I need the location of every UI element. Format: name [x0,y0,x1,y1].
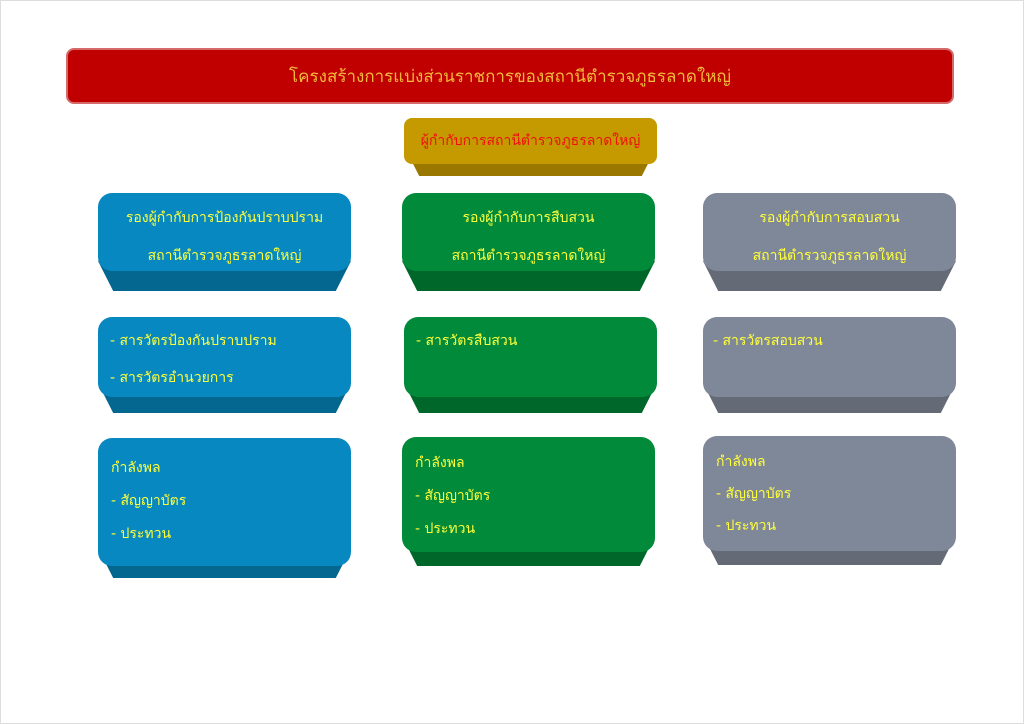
deputy-investigation-box: รองผู้กำกับการสืบสวนสถานีตำรวจภูธรลาดใหญ… [402,193,655,291]
title-text: โครงสร้างการแบ่งส่วนราชการของสถานีตำรวจภ… [289,66,731,87]
deputy-inquiry-box: รองผู้กำกับการสอบสวนสถานีตำรวจภูธรลาดใหญ… [703,193,956,291]
unit-item: - สารวัตรอำนวยการ [110,370,234,386]
suppression-force-box: กำลังพล - สัญญาบัตร - ประทวน [98,438,351,578]
unit-item: - สารวัตรป้องกันปราบปราม [110,333,277,349]
unit-item: - สารวัตรสืบสวน [416,333,518,349]
force-heading: กำลังพล [415,455,465,471]
deputy-title: รองผู้กำกับการป้องกันปราบปราม [125,210,324,226]
chief-box: ผู้กำกับการสถานีตำรวจภูธรลาดใหญ่ [404,118,657,176]
deputy-title: รองผู้กำกับการสืบสวน [462,210,595,226]
chief-label: ผู้กำกับการสถานีตำรวจภูธรลาดใหญ่ [420,133,641,149]
suppression-units-box: - สารวัตรป้องกันปราบปราม - สารวัตรอำนวยกา… [98,317,351,413]
force-item: - ประทวน [415,521,476,537]
force-heading: กำลังพล [111,460,161,476]
deputy-title: รองผู้กำกับการสอบสวน [759,210,900,226]
inquiry-force-box: กำลังพล - สัญญาบัตร - ประทวน [703,436,956,565]
deputy-station: สถานีตำรวจภูธรลาดใหญ่ [451,248,606,264]
force-item: - สัญญาบัตร [111,493,187,509]
force-item: - ประทวน [111,526,172,542]
deputy-station: สถานีตำรวจภูธรลาดใหญ่ [147,248,302,264]
deputy-station: สถานีตำรวจภูธรลาดใหญ่ [752,248,907,264]
unit-item: - สารวัตรสอบสวน [713,333,823,349]
force-item: - ประทวน [716,518,777,534]
investigation-force-box: กำลังพล - สัญญาบัตร - ประทวน [402,437,655,566]
force-heading: กำลังพล [716,454,766,470]
force-item: - สัญญาบัตร [415,488,491,504]
force-item: - สัญญาบัตร [716,486,792,502]
inquiry-units-box: - สารวัตรสอบสวน [703,317,956,413]
chart-title: โครงสร้างการแบ่งส่วนราชการของสถานีตำรวจภ… [66,48,954,104]
investigation-units-box: - สารวัตรสืบสวน [404,317,657,413]
deputy-suppression-box: รองผู้กำกับการป้องกันปราบปรามสถานีตำรวจภ… [98,193,351,291]
